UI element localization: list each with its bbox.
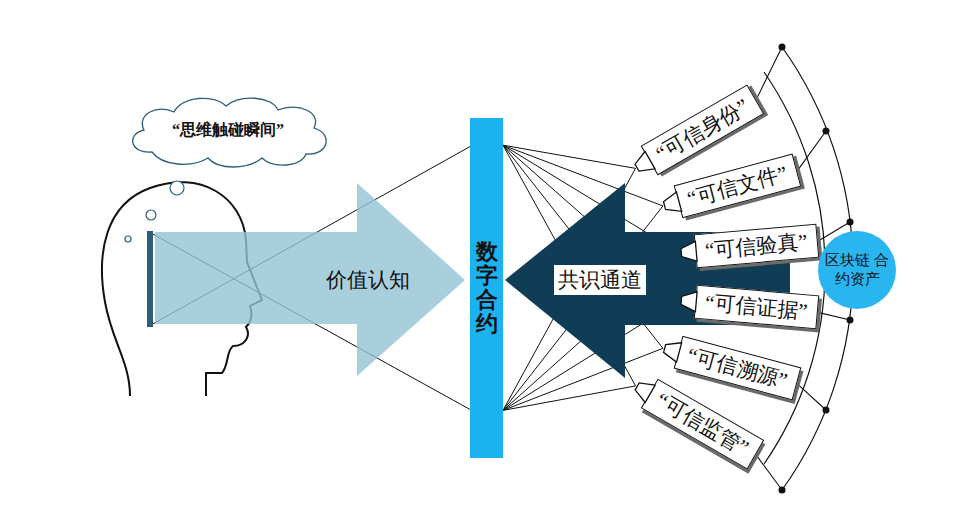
tail-shape	[632, 152, 655, 177]
trust-box: “可信身份”	[640, 85, 763, 176]
tail-shape	[680, 241, 697, 262]
arrow-shape	[155, 183, 465, 376]
trust-box: “可信文件”	[673, 154, 800, 219]
box-tail	[630, 150, 656, 179]
leader-line	[798, 131, 826, 170]
tail-shape	[661, 192, 681, 215]
node-label: 数字合约	[476, 240, 498, 337]
box-tail	[660, 190, 682, 217]
node-label: 区块链 合约资产	[825, 251, 889, 290]
leader-line	[757, 47, 782, 98]
node-label: “可信溯源”	[684, 342, 790, 394]
arrow-body	[505, 183, 790, 378]
leader-line	[798, 385, 826, 410]
box-tail	[679, 289, 697, 314]
eye-bar	[147, 231, 153, 327]
leader-line	[757, 456, 782, 490]
value-arrow: 价值认知	[155, 183, 465, 376]
node-label: “可信身份”	[651, 93, 753, 167]
trust-box: “可信监管”	[640, 379, 763, 470]
trust-box: “可信溯源”	[673, 336, 800, 401]
arrow-shape	[505, 183, 790, 378]
thought-bubble	[125, 236, 131, 242]
box-tail	[679, 239, 697, 264]
thought-cloud: “思维触碰瞬间”	[122, 92, 334, 168]
leader-line	[819, 313, 850, 320]
thought-bubble	[170, 181, 184, 195]
consensus-arrow: 共识通道	[505, 183, 790, 378]
arrow-body	[155, 183, 465, 376]
trust-box: “可信验真”	[693, 224, 818, 269]
node-label: “可信证据”	[704, 290, 809, 325]
contract-bar: 数字合约	[470, 118, 503, 458]
cloud-outline	[133, 98, 327, 167]
tail-shape	[680, 291, 697, 312]
thought-bubble	[146, 210, 156, 220]
node-label: 价值认知	[326, 266, 410, 294]
node-label: “可信验真”	[704, 229, 809, 264]
box-tail	[630, 376, 656, 405]
node-label: 共识通道	[554, 265, 646, 295]
tail-shape	[661, 339, 681, 362]
asset-circle: 区块链 合约资产	[818, 231, 896, 309]
node-label: “思维触碰瞬间”	[172, 120, 284, 141]
node-label: “可信监管”	[651, 387, 753, 461]
box-tail	[660, 337, 682, 364]
tail-shape	[632, 378, 655, 403]
node-label: “可信文件”	[684, 160, 790, 212]
